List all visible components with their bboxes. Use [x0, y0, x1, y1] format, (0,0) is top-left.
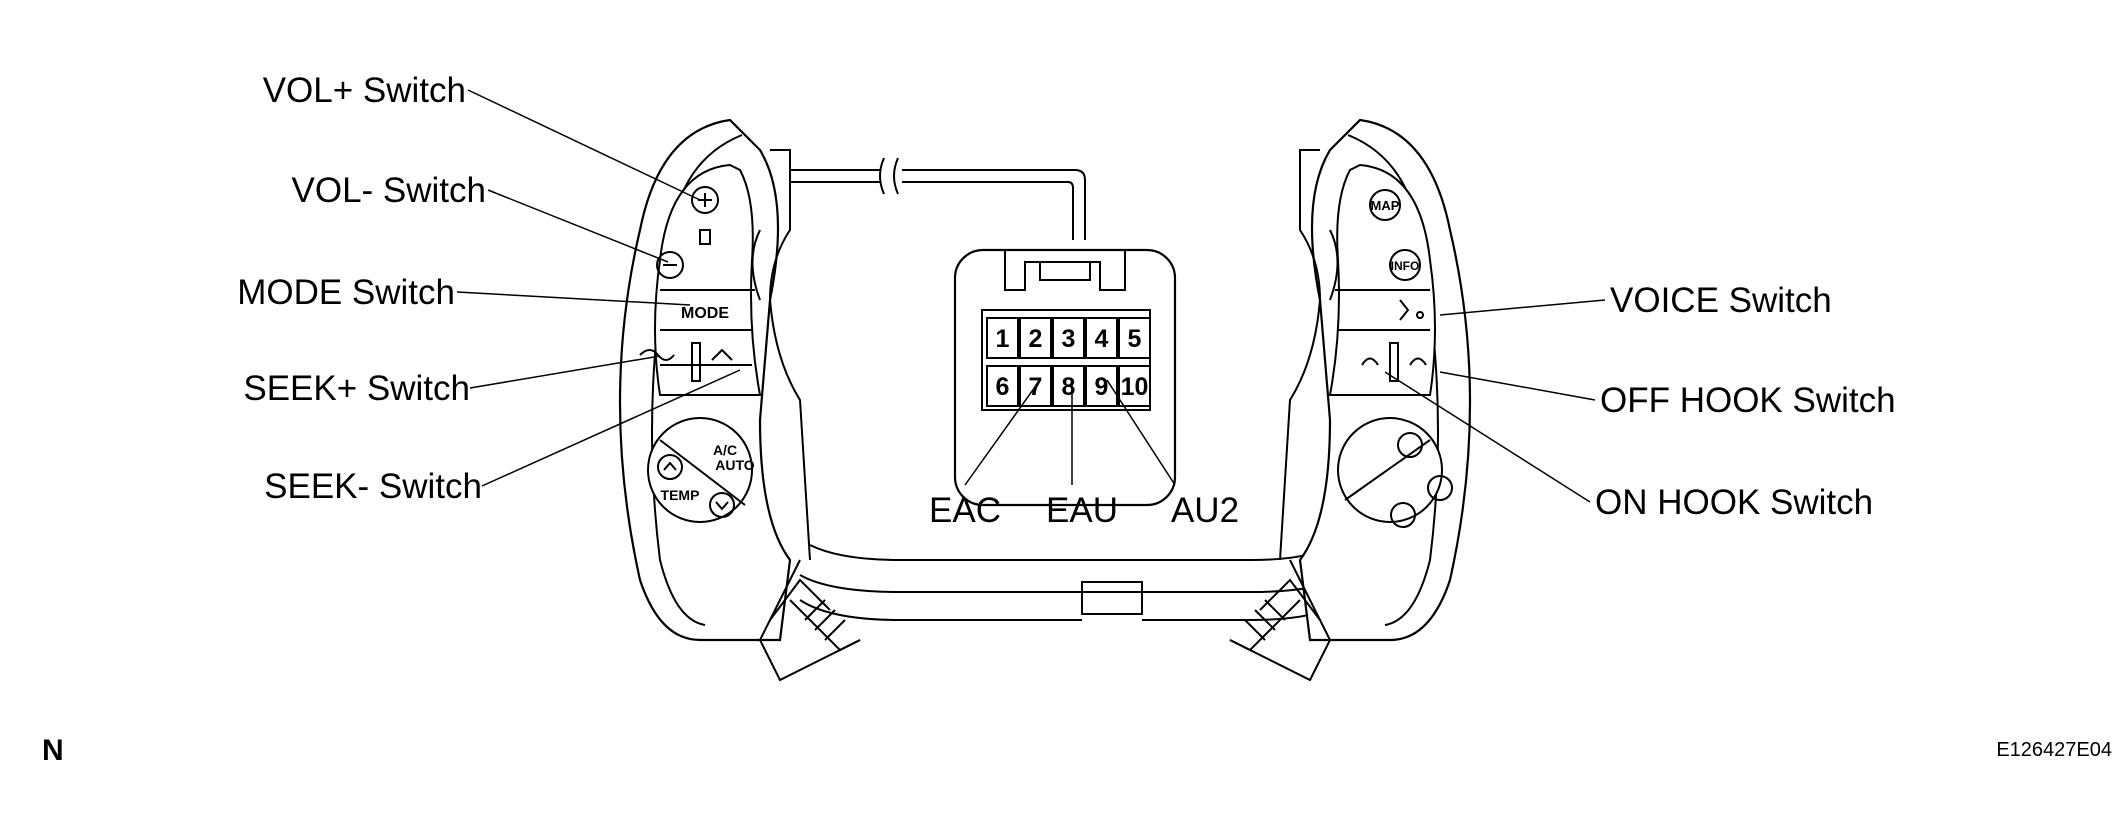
pin-number-2: 2: [1029, 325, 1043, 353]
off-hook-label: OFF HOOK Switch: [1600, 381, 1896, 420]
pin-number-3: 3: [1062, 325, 1076, 353]
vol-plus-button: [691, 186, 719, 214]
terminal-leaders: [964, 379, 1176, 486]
seek-plus-label: SEEK+ Switch: [243, 369, 470, 408]
terminal-eau: EAU: [1046, 491, 1118, 530]
pin-number-4: 4: [1095, 325, 1109, 353]
pin-cell-2: [1019, 317, 1052, 359]
mode-button-label: MODE: [681, 305, 729, 322]
lower-frame-bar: [799, 544, 1346, 621]
pin-cell-3: [1052, 317, 1085, 359]
svg-text:TEMP: TEMP: [661, 487, 700, 503]
callouts-left: VOL+ Switch VOL- Switch MODE Switch SEEK…: [237, 71, 486, 506]
map-button: [1369, 189, 1401, 221]
terminal-eac: EAC: [929, 491, 1001, 530]
pin-cell-5: [1118, 317, 1151, 359]
vol-plus-label: VOL+ Switch: [263, 71, 466, 110]
vol-minus-button: [656, 251, 684, 279]
svg-text:A/C: A/C: [713, 442, 737, 458]
off-hook-button: [1409, 357, 1427, 366]
pin-number-8: 8: [1062, 373, 1076, 401]
pin-cell-1: [986, 317, 1019, 359]
pin-cell-7: [1019, 365, 1052, 407]
pin-number-10: 10: [1121, 373, 1149, 401]
pin-number-1: 1: [996, 325, 1010, 353]
pin-number-6: 6: [996, 373, 1010, 401]
on-hook-label: ON HOOK Switch: [1595, 483, 1873, 522]
svg-text:AUTO: AUTO: [715, 457, 755, 473]
mode-label: MODE Switch: [237, 273, 455, 312]
svg-text:INFO: INFO: [1391, 259, 1420, 273]
right-switch-pad: MAP INFO: [1229, 118, 1472, 682]
terminal-au2: AU2: [1171, 491, 1239, 530]
corner-mark: N: [42, 734, 64, 767]
terminal-labels: EAC EAU AU2: [929, 491, 1239, 530]
pin-cell-4: [1085, 317, 1118, 359]
on-hook-button: [1361, 357, 1379, 366]
voice-label: VOICE Switch: [1610, 281, 1832, 320]
pin-cell-9: [1085, 365, 1118, 407]
svg-text:MAP: MAP: [1371, 198, 1400, 213]
figure-code: E126427E04: [1996, 739, 2112, 761]
climate-dial: [1337, 417, 1443, 523]
voice-button: [1399, 299, 1410, 321]
vol-minus-label: VOL- Switch: [292, 171, 487, 210]
pin-number-5: 5: [1128, 325, 1142, 353]
wire-harness: [790, 157, 1086, 240]
pin-number-9: 9: [1095, 373, 1109, 401]
callout-leaders: [456, 89, 1606, 503]
pin-cell-10: [1118, 365, 1151, 407]
seek-minus-label: SEEK- Switch: [264, 467, 482, 506]
pin-cell-6: [986, 365, 1019, 407]
callouts-right: VOICE Switch OFF HOOK Switch ON HOOK Swi…: [1595, 281, 1896, 522]
left-switch-pad: MODE A/C AUTO TEMP: [618, 118, 861, 682]
pin-cell-8: [1052, 365, 1085, 407]
info-button: [1389, 249, 1421, 281]
